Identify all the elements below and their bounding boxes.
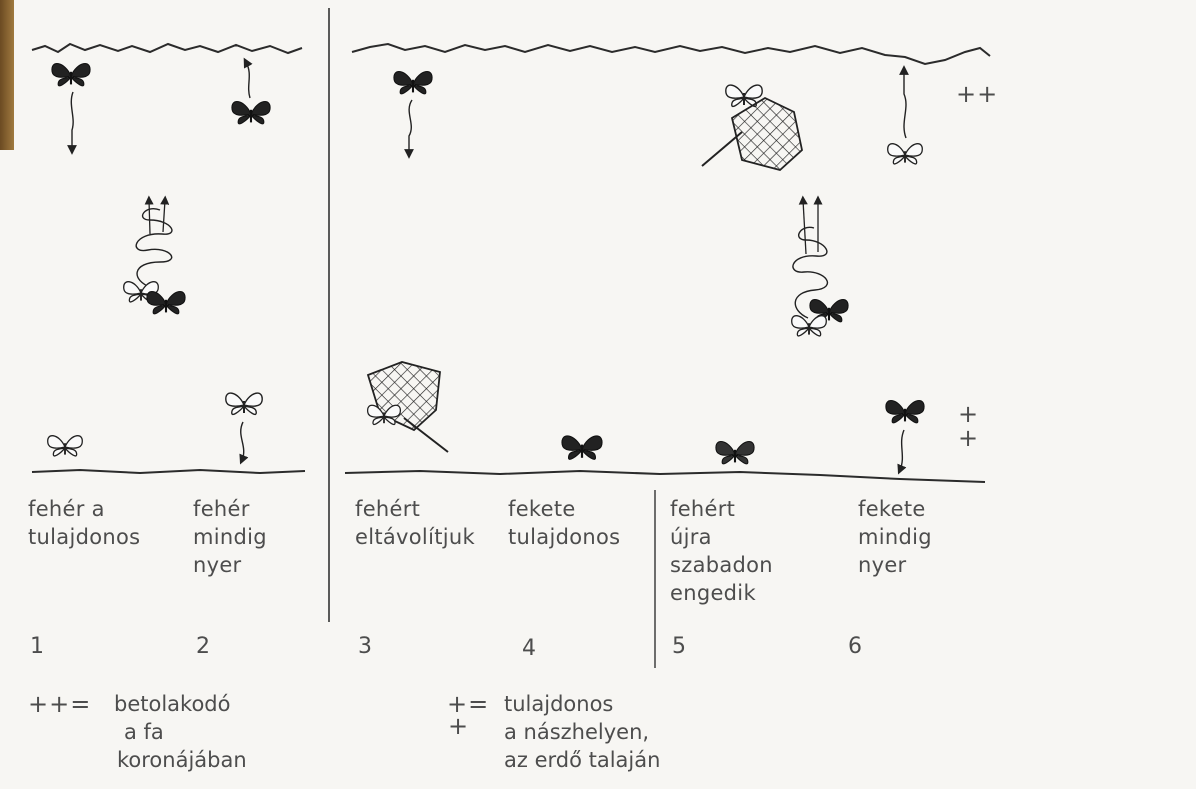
legend-intruder-symbol: ++= [28,690,91,718]
column-number-2: 2 [196,634,210,659]
flight-path-up [803,200,806,254]
black-butterfly [716,442,754,464]
net-handle [404,418,448,452]
column-number-5: 5 [672,634,686,659]
flight-path-down [900,430,904,470]
intruder-marker: ++ [956,80,998,108]
column-number-3: 3 [358,634,372,659]
column-number-6: 6 [848,634,862,659]
flight-path-up [246,62,250,98]
canopy-line-left [32,44,302,53]
flight-path-up [904,70,906,138]
white-butterfly [226,393,262,414]
black-butterfly [52,64,90,86]
flight-path-down [71,92,73,150]
column-number-1: 1 [30,634,44,659]
white-butterfly [792,316,827,336]
column-number-4: 4 [522,636,536,661]
flight-path-up [149,200,150,234]
white-butterfly [888,144,923,164]
legend-owner-text: tulajdonos a nászhelyen, az erdő talaján [504,690,660,774]
legend-owner-symbol-bottom: + [448,712,469,740]
owner-marker-bottom: + [958,424,979,452]
flight-path-down [409,100,412,154]
canopy-line-right [352,44,990,64]
black-butterfly [147,292,185,314]
black-butterfly [232,102,270,124]
black-butterfly [394,72,432,94]
flight-path-up [163,200,165,232]
floor-line-left [32,470,305,473]
black-butterfly [562,436,602,459]
net-handle [702,132,742,166]
butterfly-net [732,98,802,170]
spiral-flight-path [136,209,172,288]
flight-path-down [241,422,244,460]
black-butterfly [886,401,924,423]
floor-line-right [345,471,985,482]
legend-intruder-text: betolakodó a fa koronájában [114,690,247,774]
white-butterfly [48,436,83,456]
